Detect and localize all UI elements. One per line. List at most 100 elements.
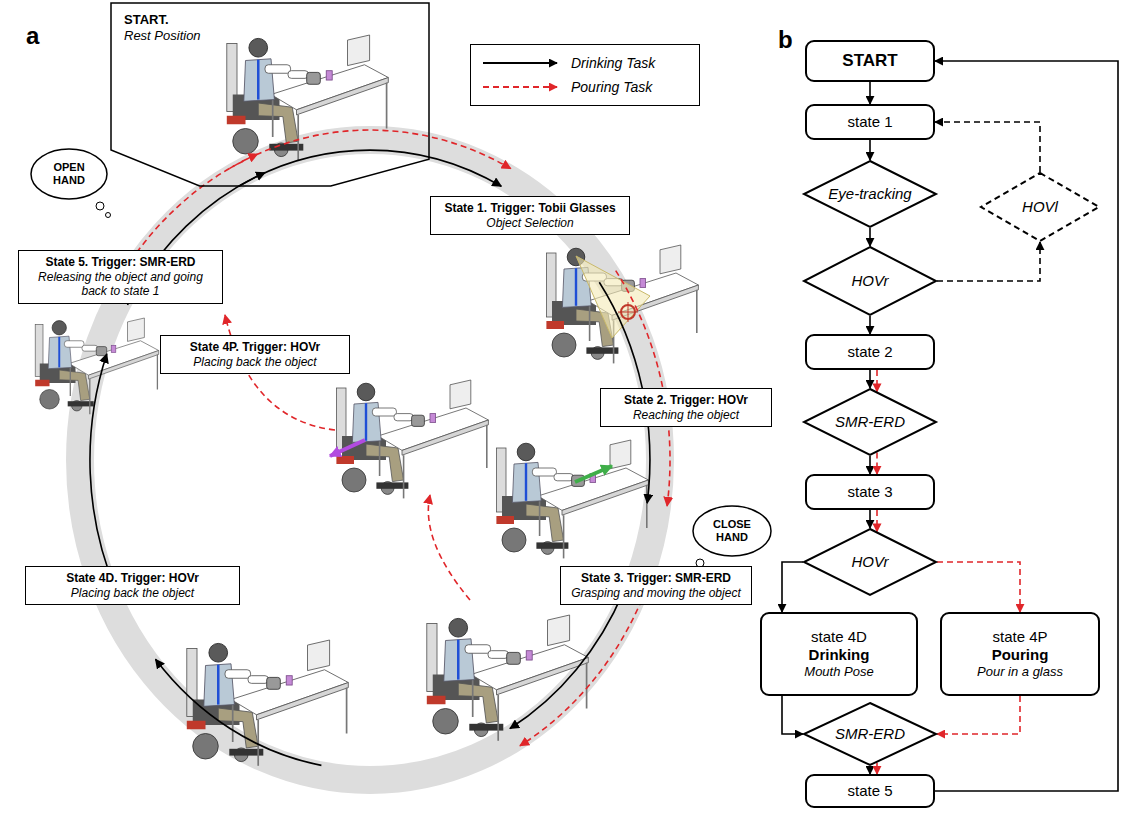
node-text: Reaching the object	[633, 408, 739, 423]
decision-diamond: SMR-ERD	[803, 388, 937, 456]
pouring-connector	[876, 763, 878, 774]
node-text: Mouth Pose	[804, 664, 873, 680]
bubble-outline	[31, 149, 107, 199]
node-text: Drinking	[809, 646, 870, 664]
panel-outline	[111, 3, 429, 186]
diamond-outline	[804, 529, 936, 595]
thought-bubble: OPEN HAND	[30, 148, 108, 200]
drinking-connector	[935, 61, 1118, 791]
state-trigger-box: State 3. Trigger: SMR-ERDGrasping and mo…	[560, 566, 752, 605]
node-text: Placing back the object	[193, 355, 316, 370]
legend-line	[483, 62, 557, 64]
process-box: state 3	[805, 474, 935, 510]
node-text: SMR-ERD	[835, 413, 905, 431]
drinking-connector	[869, 140, 871, 160]
process-box: state 4PPouringPour in a glass	[940, 612, 1100, 696]
node-text: START.	[124, 12, 169, 28]
state1-station	[546, 245, 698, 363]
state-trigger-box: State 5. Trigger: SMR-ERDReleasing the o…	[18, 250, 223, 304]
node-text: state 4P	[992, 628, 1047, 646]
drinking-arrow	[156, 659, 322, 765]
bubble-outline	[693, 506, 771, 556]
node-text: Releasing the object and going back to s…	[27, 270, 214, 299]
decision-diamond: HOVr	[803, 528, 937, 596]
flow-connector	[870, 452, 877, 474]
process-box: state 5	[805, 774, 935, 808]
state-trigger-box: State 1. Trigger: Tobii GlassesObject Se…	[430, 196, 630, 235]
diamond-outline	[804, 161, 936, 227]
flow-connector	[870, 510, 877, 532]
node-text: HOVr	[851, 553, 888, 571]
pouring-connector	[876, 510, 878, 532]
legend-row: Pouring Task	[481, 75, 689, 99]
state-trigger-box: State 2. Trigger: HOVrReaching the objec…	[600, 388, 772, 427]
drinking-connector	[869, 766, 871, 774]
node-text: Rest Position	[124, 28, 201, 44]
node-text: State 4D. Trigger: HOVr	[66, 571, 199, 586]
drinking-connector	[869, 456, 871, 474]
bubble-dot	[106, 213, 111, 218]
flow-connector	[870, 316, 871, 334]
node-text: state 1	[847, 113, 892, 131]
flow-connector	[935, 61, 1118, 791]
node-text: State 2. Trigger: HOVr	[624, 393, 748, 408]
gaze-cone	[576, 256, 650, 338]
node-text: State 3. Trigger: SMR-ERD	[581, 571, 731, 586]
node-text: SMR-ERD	[835, 725, 905, 743]
drinking-arrow	[510, 591, 624, 728]
flow-connector	[937, 696, 1020, 734]
state-trigger-box: State 4D. Trigger: HOVrPlacing back the …	[25, 566, 240, 605]
node-text: CLOSE HAND	[707, 518, 757, 545]
node-text: Grasping and moving the object	[571, 586, 740, 601]
node-text: Eye-tracking	[828, 185, 911, 203]
process-box: state 1	[805, 104, 935, 140]
legend-text: Drinking Task	[571, 55, 655, 71]
diamond-outline	[804, 389, 936, 455]
rest-station	[227, 35, 389, 161]
node-text: state 2	[847, 343, 892, 361]
legend-box: Drinking TaskPouring Task	[470, 44, 700, 106]
panel-letter: b	[778, 26, 793, 53]
drinking-connector	[869, 510, 871, 528]
bubble-dot	[96, 202, 104, 210]
flow-connector	[782, 562, 803, 612]
drinking-connector	[935, 122, 1040, 172]
panel-letter-holder: b	[778, 26, 793, 54]
node-text: HOVl	[1022, 198, 1058, 216]
drinking-connector	[869, 370, 871, 388]
flow-connector	[782, 696, 803, 734]
thought-bubble: CLOSE HAND	[692, 505, 772, 557]
node-text: State 1. Trigger: Tobii Glasses	[444, 201, 615, 216]
drinking-connector	[937, 242, 1040, 281]
node-text: State 4P. Trigger: HOVr	[190, 340, 321, 355]
cycle-band	[80, 140, 660, 780]
legend-text: Pouring Task	[571, 79, 652, 95]
pouring-arrow	[428, 495, 470, 600]
drinking-connector	[869, 82, 871, 104]
start-panel: START.Rest Position	[110, 2, 430, 187]
drinking-connector	[869, 228, 871, 246]
flow-connector	[937, 242, 1040, 281]
drinking-connector	[782, 562, 803, 612]
process-box: state 2	[805, 334, 935, 370]
pouring-connector	[876, 452, 878, 474]
state4p-station	[336, 380, 488, 498]
state-trigger-box: State 4P. Trigger: HOVrPlacing back the …	[160, 335, 350, 374]
node-text: Pouring	[992, 646, 1049, 664]
node-text: state 5	[847, 782, 892, 800]
drinking-arrow	[239, 150, 502, 186]
node-text: state 4D	[811, 628, 867, 646]
diamond-outline	[804, 247, 936, 315]
drinking-connector	[782, 696, 803, 734]
node-text: Placing back the object	[71, 586, 194, 601]
start-box: START	[805, 40, 935, 82]
decision-diamond: HOVr	[803, 246, 937, 316]
gaze-target	[628, 302, 629, 322]
node-text: State 5. Trigger: SMR-ERD	[45, 255, 195, 270]
state2-station	[496, 440, 648, 558]
pouring-connector	[876, 370, 878, 392]
